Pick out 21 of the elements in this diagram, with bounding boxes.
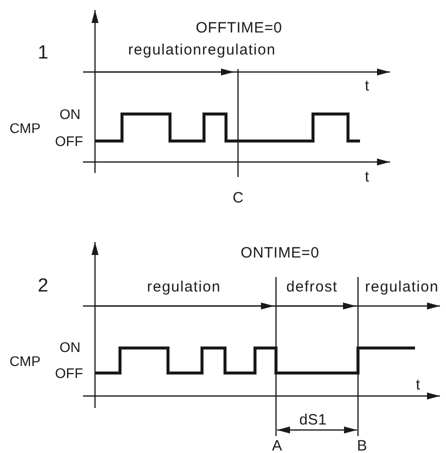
phase-label: regulationregulation xyxy=(128,42,276,58)
signal-label: CMP xyxy=(9,121,41,135)
dimension-label: dS1 xyxy=(299,412,327,428)
phase-label: regulation xyxy=(147,280,221,294)
point-label: A xyxy=(272,438,282,453)
axis-label: t xyxy=(364,170,370,184)
state-label: ON xyxy=(60,107,80,121)
axis-label: t xyxy=(364,78,370,94)
axis-label: t xyxy=(416,378,420,392)
panel-number: 2 xyxy=(38,276,48,296)
parameter-label: ONTIME=0 xyxy=(240,246,320,260)
signal-label: CMP xyxy=(9,354,41,368)
phase-label: regulation xyxy=(365,280,439,294)
state-label: ON xyxy=(60,340,80,354)
phase-label: defrost xyxy=(286,280,338,294)
point-label: C xyxy=(232,190,244,206)
state-label: OFF xyxy=(55,366,83,380)
parameter-label: OFFTIME=0 xyxy=(196,20,282,36)
state-label: OFF xyxy=(55,134,83,148)
panel-number: 1 xyxy=(38,44,48,62)
point-label: B xyxy=(357,438,367,453)
